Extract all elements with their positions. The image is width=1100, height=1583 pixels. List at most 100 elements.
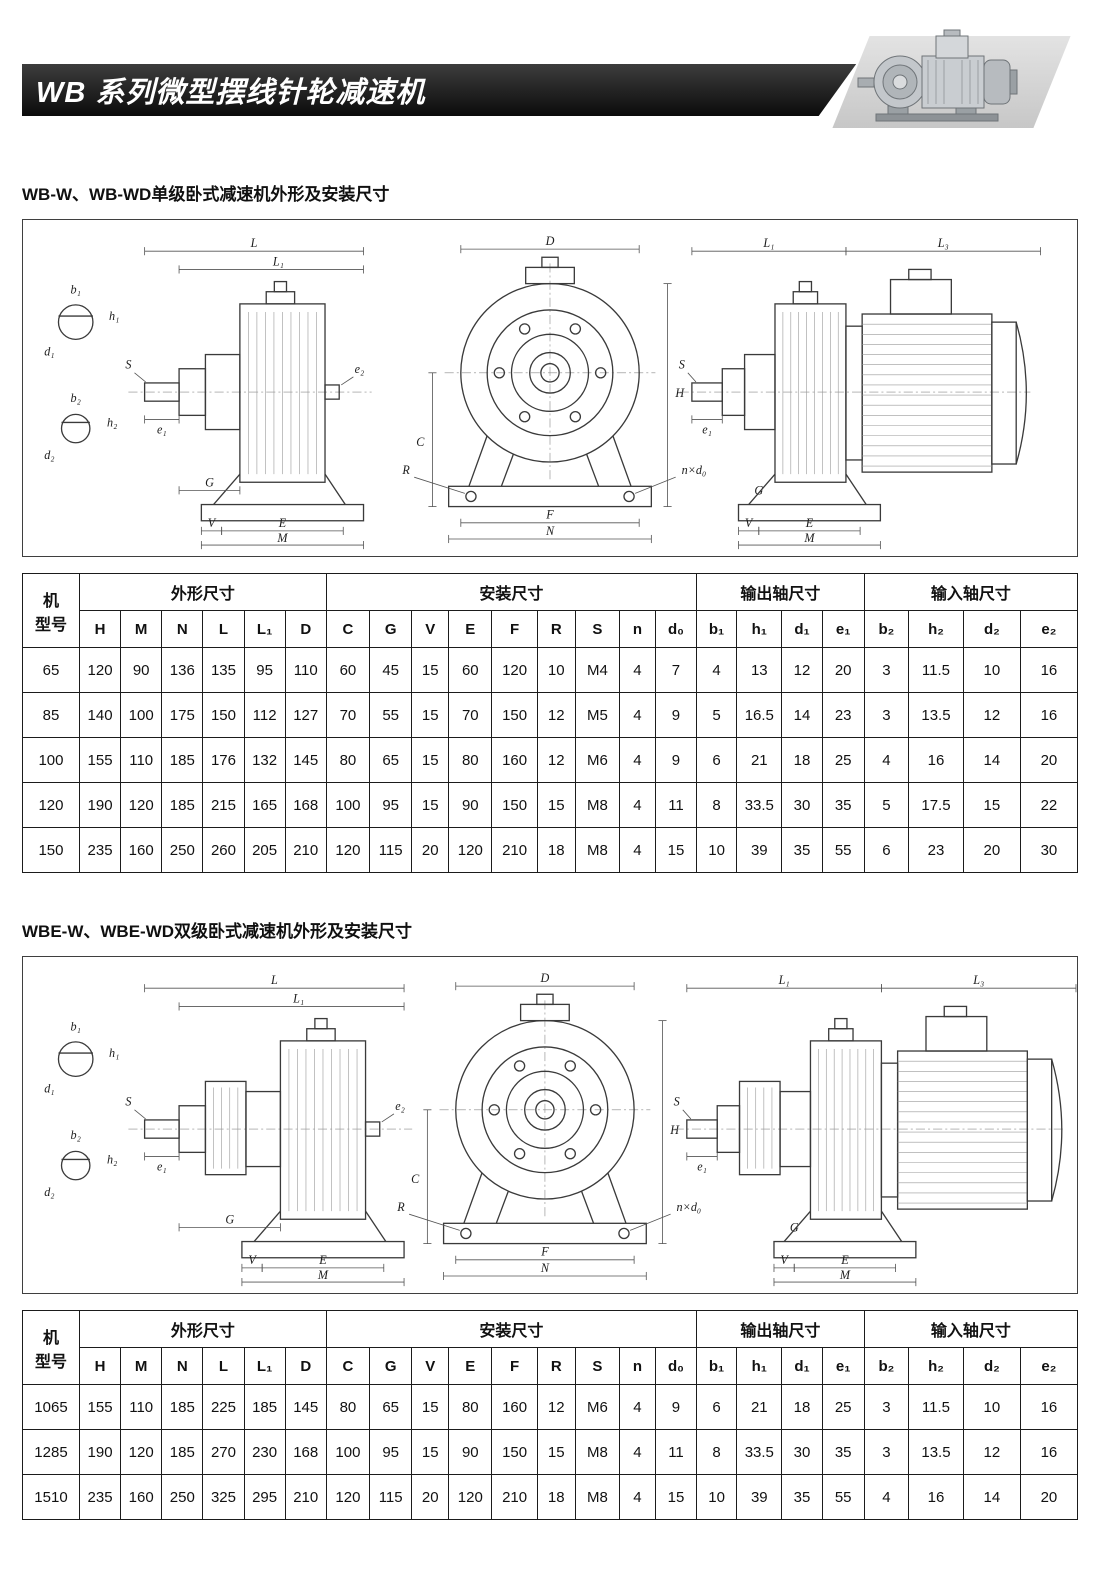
value-cell: 16 [908,1474,964,1520]
value-cell: 11.5 [908,1384,964,1430]
value-cell: 4 [619,1474,656,1520]
value-cell: 115 [369,827,413,873]
value-cell: 21 [736,1384,783,1430]
dim-label-L1: L₁ [762,236,774,250]
value-cell: 20 [1019,737,1079,783]
column-header: d₀ [654,610,698,648]
value-cell: 90 [448,1429,493,1475]
page-title: WB 系列微型摆线针轮减速机 [36,77,426,109]
dim-label-V: V [780,1253,789,1267]
value-cell: 80 [448,737,493,783]
value-cell: 176 [202,737,245,783]
dim-label-b1: b₁ [71,283,81,297]
column-group-3: 输入轴尺寸 [863,1310,1079,1348]
value-cell: 145 [284,1384,327,1430]
value-cell: 225 [202,1384,245,1430]
value-cell: 13.5 [908,1429,964,1475]
value-cell: 115 [369,1474,413,1520]
value-cell: 127 [284,692,327,738]
value-cell: 13.5 [908,692,964,738]
column-header: V [411,610,450,648]
dim-label-E: E [805,516,814,530]
value-cell: 150 [491,1429,538,1475]
value-cell: 9 [654,737,698,783]
column-header: M [120,610,163,648]
value-cell: 4 [619,782,656,828]
section-title-single-stage: WB-W、WB-WD单级卧式减速机外形及安装尺寸 [22,185,390,204]
column-group-2: 输出轴尺寸 [696,573,865,611]
value-cell: 160 [120,1474,163,1520]
dim-label-b1: b₁ [71,1020,81,1034]
dim-label-e2: e₂ [355,362,365,376]
value-cell: 210 [284,1474,327,1520]
dim-label-D: D [545,234,555,248]
value-cell: M4 [574,647,621,693]
model-cell: 85 [22,692,80,738]
value-cell: 17.5 [908,782,964,828]
column-header: L [202,1347,245,1385]
value-cell: 110 [284,647,327,693]
section-title-double-stage: WBE-W、WBE-WD双级卧式减速机外形及安装尺寸 [22,922,413,941]
column-header: E [448,1347,493,1385]
value-cell: 4 [619,737,656,783]
value-cell: 18 [781,737,823,783]
dim-label-L1: L₁ [778,973,790,987]
value-cell: 11 [654,782,698,828]
value-cell: 100 [325,782,371,828]
value-cell: M8 [574,1474,621,1520]
value-cell: 120 [78,647,122,693]
value-cell: 20 [962,827,1021,873]
dim-label-E: E [318,1253,327,1267]
dim-label-C: C [411,1172,420,1186]
dim-label-V: V [248,1253,257,1267]
dim-label-L3: L₃ [972,973,984,987]
value-cell: 10 [962,1384,1021,1430]
value-cell: 3 [863,1384,910,1430]
value-cell: 270 [202,1429,245,1475]
value-cell: 250 [161,1474,204,1520]
value-cell: 210 [491,827,538,873]
column-group-0: 外形尺寸 [78,1310,327,1348]
value-cell: 11 [654,1429,698,1475]
column-header: F [491,1347,538,1385]
value-cell: 12 [962,1429,1021,1475]
value-cell: 70 [325,692,371,738]
value-cell: 190 [78,1429,122,1475]
value-cell: 15 [411,1429,450,1475]
value-cell: 145 [284,737,327,783]
column-header: d₀ [654,1347,698,1385]
column-header: R [536,610,576,648]
dim-label-nxd0: n×d₀ [677,1200,702,1214]
column-group-1: 安装尺寸 [325,573,698,611]
value-cell: 16 [1019,692,1079,738]
value-cell: 20 [411,1474,450,1520]
column-header: e₂ [1019,610,1079,648]
value-cell: 10 [696,1474,738,1520]
dim-label-G: G [754,483,763,497]
value-cell: 4 [863,1474,910,1520]
value-cell: 12 [536,692,576,738]
value-cell: 3 [863,647,910,693]
value-cell: 10 [536,647,576,693]
value-cell: 35 [821,782,865,828]
dim-label-L3: L₃ [937,236,949,250]
value-cell: 168 [284,782,327,828]
value-cell: 15 [536,782,576,828]
value-cell: 230 [243,1429,286,1475]
column-group-2: 输出轴尺寸 [696,1310,865,1348]
value-cell: 12 [536,1384,576,1430]
dim-label-L: L [250,236,258,250]
value-cell: 9 [654,1384,698,1430]
column-header: n [619,1347,656,1385]
dim-label-F: F [545,508,554,522]
value-cell: 155 [78,1384,122,1430]
model-cell: 120 [22,782,80,828]
dim-label-d2: d₂ [44,1185,54,1199]
